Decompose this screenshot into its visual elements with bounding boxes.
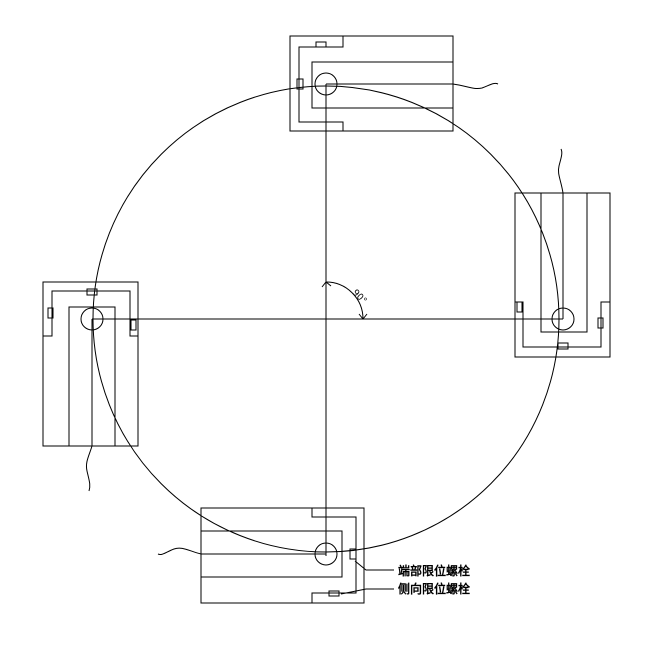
end-bolt-label: 端部限位螺栓: [398, 563, 470, 578]
side-bolt-label: 侧向限位螺栓: [398, 581, 470, 596]
angle-arc: [325, 281, 364, 320]
bearing-top: [289, 35, 499, 132]
bearing-bottom: [157, 507, 365, 604]
angle-label: 90°: [350, 288, 368, 306]
angle-arrow-start: [321, 281, 332, 288]
end-bolt-leader: [354, 560, 394, 571]
angle-arrow-end: [358, 313, 368, 320]
side-bolt-leader: [340, 588, 394, 595]
bearing-left: [42, 281, 139, 492]
bearing-right: [514, 148, 611, 358]
